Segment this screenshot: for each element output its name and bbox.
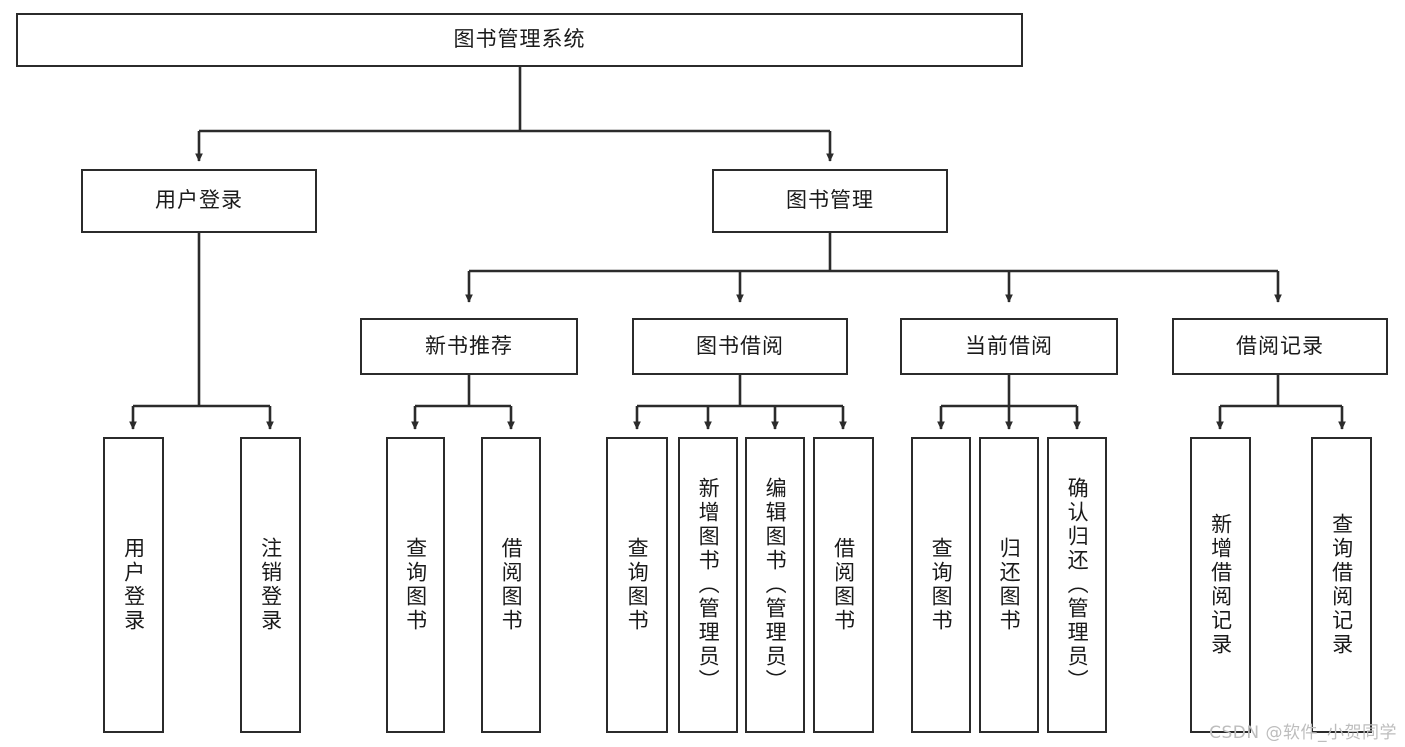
node-leaf-user-login[interactable]: 用户登录 xyxy=(103,437,164,733)
node-label: 图书管理系统 xyxy=(453,27,586,52)
node-label: 图书借阅 xyxy=(696,333,784,358)
node-label: 编辑图书（管理员） xyxy=(763,477,788,693)
node-leaf-add-book[interactable]: 新增图书（管理员） xyxy=(678,437,738,733)
node-label: 新书推荐 xyxy=(425,333,513,358)
node-borrow-record[interactable]: 借阅记录 xyxy=(1172,318,1388,375)
edges-root-to-level2 xyxy=(195,67,834,162)
node-leaf-query-book-3[interactable]: 查询图书 xyxy=(911,437,971,733)
node-root-system[interactable]: 图书管理系统 xyxy=(16,13,1023,67)
node-leaf-add-record[interactable]: 新增借阅记录 xyxy=(1190,437,1251,733)
node-label: 当前借阅 xyxy=(965,333,1053,358)
node-label: 新增借阅记录 xyxy=(1208,513,1233,657)
node-label: 借阅图书 xyxy=(831,537,856,633)
node-leaf-edit-book[interactable]: 编辑图书（管理员） xyxy=(745,437,805,733)
node-label: 查询图书 xyxy=(403,537,428,633)
edges-newbook-to-leaves xyxy=(411,375,515,430)
edges-currentborrow-to-leaves xyxy=(937,375,1081,430)
edges-userlogin-to-leaves xyxy=(129,233,274,430)
node-book-manage[interactable]: 图书管理 xyxy=(712,169,948,233)
node-leaf-confirm-return[interactable]: 确认归还（管理员） xyxy=(1047,437,1107,733)
node-leaf-borrow-book-2[interactable]: 借阅图书 xyxy=(813,437,874,733)
node-label: 确认归还（管理员） xyxy=(1065,477,1090,693)
node-label: 新增图书（管理员） xyxy=(696,477,721,693)
node-leaf-query-book-1[interactable]: 查询图书 xyxy=(386,437,445,733)
node-leaf-query-record[interactable]: 查询借阅记录 xyxy=(1311,437,1372,733)
node-leaf-user-logout[interactable]: 注销登录 xyxy=(240,437,301,733)
node-user-login[interactable]: 用户登录 xyxy=(81,169,317,233)
node-label: 注销登录 xyxy=(258,537,283,633)
node-leaf-return-book[interactable]: 归还图书 xyxy=(979,437,1039,733)
edges-bookborrow-to-leaves xyxy=(633,375,847,430)
node-label: 用户登录 xyxy=(121,537,146,633)
node-label: 查询图书 xyxy=(625,537,650,633)
node-label: 归还图书 xyxy=(997,537,1022,633)
node-leaf-borrow-book-1[interactable]: 借阅图书 xyxy=(481,437,541,733)
node-label: 查询图书 xyxy=(929,537,954,633)
node-label: 图书管理 xyxy=(786,188,874,213)
node-label: 借阅记录 xyxy=(1236,333,1324,358)
edges-bookmanage-to-level3 xyxy=(465,233,1282,303)
node-label: 借阅图书 xyxy=(499,537,524,633)
node-book-borrow[interactable]: 图书借阅 xyxy=(632,318,848,375)
edges-borrowrecord-to-leaves xyxy=(1216,375,1346,430)
node-new-book-recommend[interactable]: 新书推荐 xyxy=(360,318,578,375)
node-leaf-query-book-2[interactable]: 查询图书 xyxy=(606,437,668,733)
node-current-borrow[interactable]: 当前借阅 xyxy=(900,318,1118,375)
node-label: 查询借阅记录 xyxy=(1329,513,1354,657)
csdn-watermark: CSDN @软件_小贺同学 xyxy=(1209,723,1397,743)
node-label: 用户登录 xyxy=(155,188,243,213)
